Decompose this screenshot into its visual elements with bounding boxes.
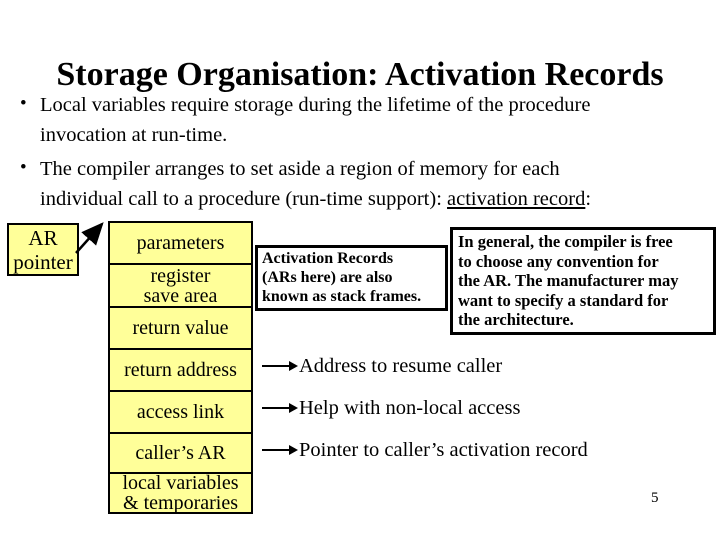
stack-row-return-value: return value — [110, 306, 251, 348]
ar-pointer-label-line: pointer — [13, 250, 73, 274]
ar-pointer-arrow-icon — [75, 222, 104, 254]
note-line: the architecture. — [458, 310, 574, 329]
stack-row-label: caller’s AR — [135, 442, 226, 464]
stack-row-access-link: access link — [110, 390, 251, 432]
stack-row-register-save-area: register save area — [110, 263, 251, 306]
stack-row-label: & temporaries — [123, 492, 238, 514]
stack-row-label: register — [150, 264, 211, 287]
right-arrow-icon — [262, 361, 298, 370]
slide-title: Storage Organisation: Activation Records — [56, 55, 664, 93]
note-line: (ARs here) are also — [262, 269, 393, 286]
annotation-callers-ar: Pointer to caller’s activation record — [262, 436, 588, 464]
page-number: 5 — [651, 490, 659, 506]
bullet-line: The compiler arranges to set aside a reg… — [40, 158, 560, 180]
stack-row-local-variables: local variables & temporaries — [110, 472, 251, 514]
stack-row-callers-ar: caller’s AR — [110, 432, 251, 472]
stack-frames-note: Activation Records (ARs here) are also k… — [255, 245, 448, 311]
stack-row-label: return address — [124, 359, 237, 381]
bullet-text-pre: individual call to a procedure (run-time… — [40, 188, 448, 210]
stack-row-parameters: parameters — [110, 223, 251, 263]
note-line: the AR. The manufacturer may — [458, 271, 679, 290]
note-line: to choose any convention for — [458, 251, 659, 271]
bullet-item: • The compiler arranges to set aside a r… — [16, 154, 704, 214]
note-line: In general, the compiler is free — [458, 232, 673, 251]
annotation-return-address: Address to resume caller — [262, 352, 502, 380]
bullet-line: Local variables require storage during t… — [40, 94, 591, 116]
bullet-text-post: : — [585, 188, 592, 210]
stack-row-label: return value — [132, 317, 229, 339]
stack-row-label: parameters — [136, 232, 225, 254]
note-line: want to specify a standard for — [458, 290, 669, 310]
ar-pointer-box: AR pointer — [7, 223, 79, 276]
annotation-text: Address to resume caller — [299, 354, 503, 377]
annotation-access-link: Help with non-local access — [262, 394, 520, 422]
bullet-item: • Local variables require storage during… — [16, 90, 704, 150]
stack-row-label: local variables — [122, 472, 239, 494]
bullet-line: individual call to a procedure (run-time… — [40, 184, 704, 214]
stack-row-label: access link — [136, 401, 225, 423]
bullet-icon: • — [20, 157, 27, 178]
note-line: Activation Records — [262, 250, 394, 267]
stack-row-return-address: return address — [110, 348, 251, 390]
right-arrow-icon — [262, 403, 298, 412]
annotation-text: Pointer to caller’s activation record — [299, 438, 588, 461]
stack-row-label: save area — [143, 284, 218, 307]
note-line: known as stack frames. — [262, 288, 422, 305]
ar-pointer-label-line: AR — [28, 226, 58, 250]
annotation-text: Help with non-local access — [299, 396, 521, 419]
ar-convention-note: In general, the compiler is free to choo… — [450, 227, 716, 335]
activation-record-stack: parameters register save area return val… — [108, 221, 253, 514]
bullet-line: invocation at run-time. — [40, 124, 228, 146]
activation-record-term: activation record — [447, 188, 586, 210]
bullet-icon: • — [20, 93, 27, 114]
bullet-list: • Local variables require storage during… — [16, 90, 704, 218]
right-arrow-icon — [262, 445, 298, 454]
